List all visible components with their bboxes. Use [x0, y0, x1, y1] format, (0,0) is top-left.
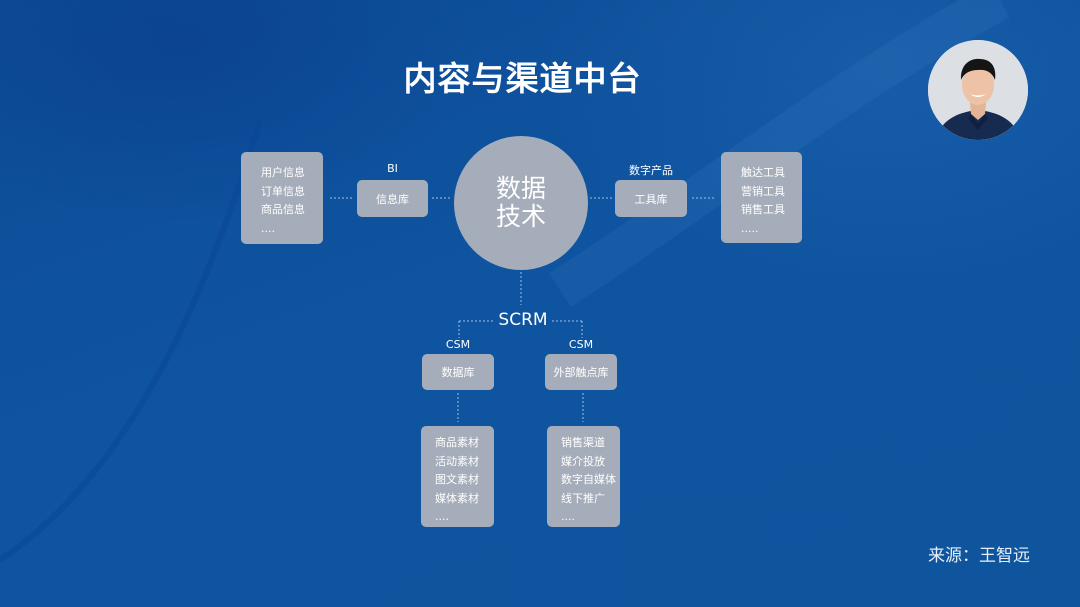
external-touchpoint-node: 外部触点库 [545, 354, 617, 390]
list-item-ellipsis: .... [261, 221, 275, 235]
scrm-hub-label: SCRM [498, 310, 548, 330]
right-label: 数字产品 [629, 164, 673, 177]
channels-box: 销售渠道 媒介投放 数字自媒体 线下推广 .... [547, 426, 620, 527]
branch-label-left: CSM [445, 338, 471, 351]
info-library-label: 信息库 [376, 192, 409, 206]
database-label: 数据库 [441, 366, 475, 379]
left-items-box: 用户信息 订单信息 商品信息 .... [241, 152, 323, 244]
external-touchpoint-label: 外部触点库 [553, 366, 609, 379]
list-item: 媒介投放 [561, 454, 605, 468]
list-item-ellipsis: ..... [741, 221, 759, 235]
list-item: 图文素材 [435, 473, 479, 486]
avatar [928, 40, 1028, 140]
list-item: 商品素材 [435, 436, 479, 449]
person-photo-icon [928, 40, 1028, 140]
list-item: 用户信息 [261, 166, 305, 179]
branch-label-right: CSM [568, 338, 594, 351]
list-item: 媒体素材 [435, 491, 479, 505]
materials-box: 商品素材 活动素材 图文素材 媒体素材 .... [421, 426, 494, 527]
list-item: 营销工具 [741, 184, 785, 198]
list-item: 活动素材 [435, 454, 479, 468]
right-items-box: 触达工具 营销工具 销售工具 ..... [721, 152, 802, 243]
source-credit: 来源：王智远 [928, 546, 1030, 566]
list-item: 订单信息 [261, 184, 305, 198]
list-item: 数字自媒体 [561, 473, 616, 486]
list-item: 线下推广 [561, 491, 605, 505]
page-title: 内容与渠道中台 [403, 59, 642, 98]
center-line-2: 技术 [495, 202, 546, 231]
data-tech-circle: 数据 技术 [454, 136, 588, 270]
tools-library-label: 工具库 [634, 192, 668, 206]
list-item-ellipsis: .... [435, 510, 449, 523]
list-item: 销售工具 [741, 203, 785, 216]
list-item-ellipsis: .... [561, 510, 575, 523]
database-node: 数据库 [422, 354, 494, 390]
info-library-node: 信息库 [357, 180, 428, 217]
tools-library-node: 工具库 [615, 180, 687, 217]
center-line-1: 数据 [495, 174, 546, 203]
list-item: 销售渠道 [561, 436, 605, 449]
list-item: 商品信息 [261, 203, 305, 216]
list-item: 触达工具 [741, 166, 785, 179]
left-label: BI [387, 162, 398, 175]
